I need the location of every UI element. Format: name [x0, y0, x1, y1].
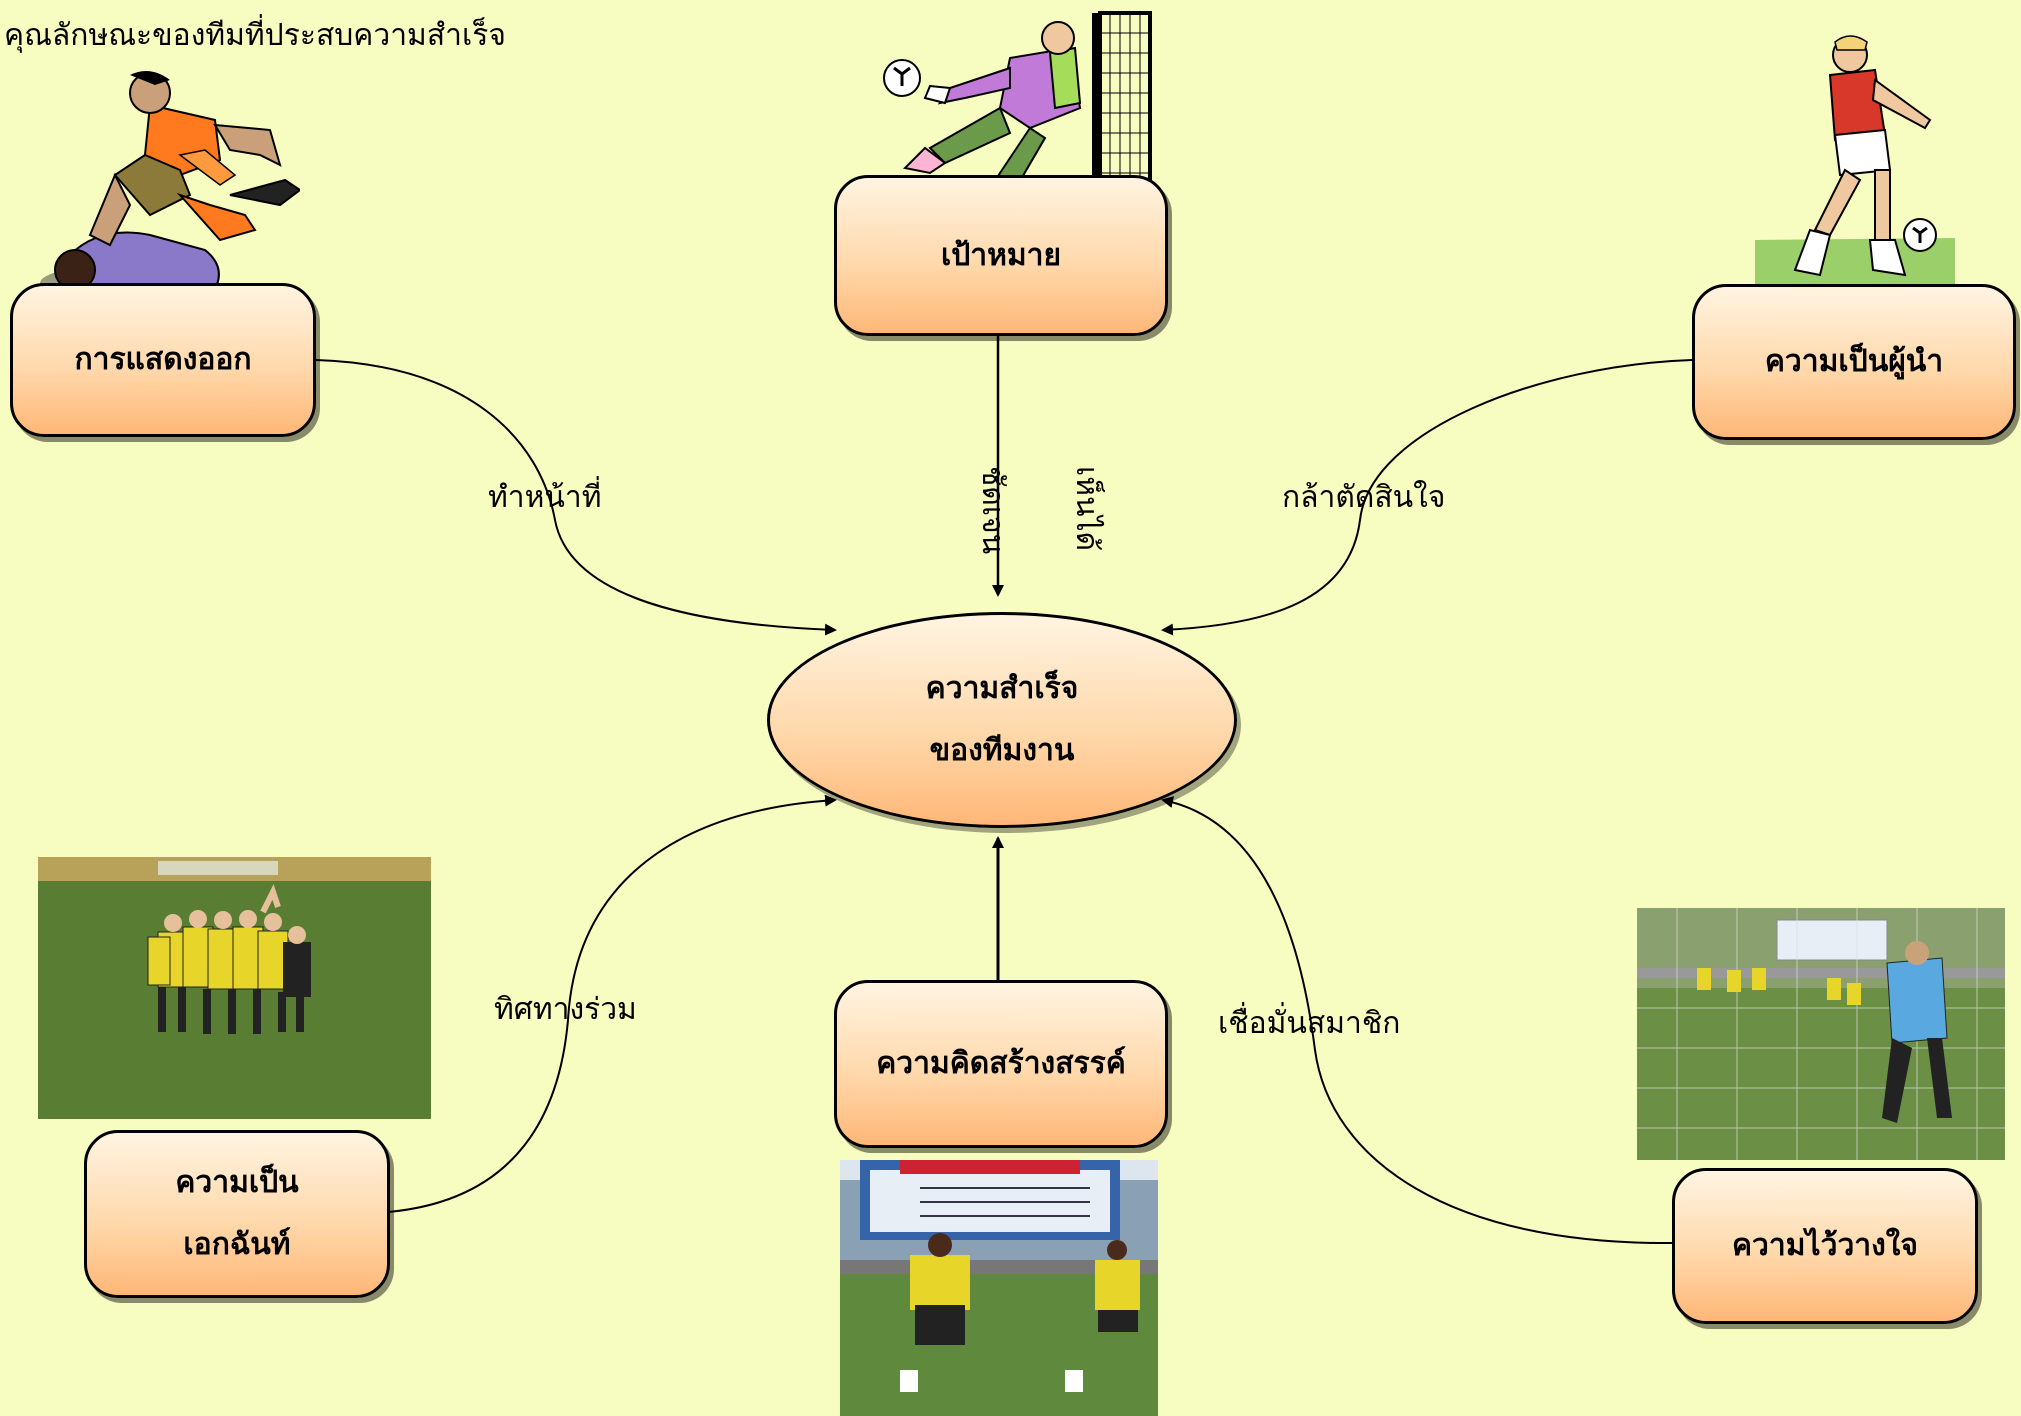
- node-unity-label-line2: เอกฉันท์: [183, 1227, 291, 1262]
- connector-trust: [1161, 796, 1673, 1245]
- tackle-clipart-icon: [30, 71, 300, 310]
- center-label-line2: ของทีมงาน: [929, 733, 1075, 768]
- connector-label-goal-visible: เห็นได้: [1069, 466, 1104, 552]
- node-creativity-label: ความคิดสร้างสรรค์: [876, 1046, 1126, 1081]
- node-goal: เป้าหมาย: [834, 175, 1168, 336]
- node-trust: ความไว้วางใจ: [1672, 1168, 1978, 1324]
- connector-label-trust: เชื่อมั่นสมาชิก: [1218, 1006, 1401, 1041]
- center-node-team-success: ความสำเร็จ ของทีมงาน: [767, 612, 1237, 828]
- connector-label-unity: ทิศทางร่วม: [494, 992, 637, 1027]
- connector-label-expression: ทำหน้าที่: [488, 480, 602, 515]
- connector-unity: [387, 794, 837, 1213]
- node-unity: ความเป็น เอกฉันท์: [84, 1130, 390, 1298]
- connector-leadership: [1161, 359, 1693, 636]
- diagram-title: คุณลักษณะของทีมที่ประสบความสำเร็จ: [4, 18, 506, 53]
- node-leadership: ความเป็นผู้นำ: [1692, 284, 2016, 440]
- node-expression-label: การแสดงออก: [74, 342, 252, 377]
- node-goal-label: เป้าหมาย: [940, 237, 1062, 273]
- node-creativity: ความคิดสร้างสรรค์: [834, 980, 1168, 1148]
- connector-label-goal-clear: ชัดเจน: [975, 466, 1010, 555]
- penalty-kick-photo: [840, 1160, 1158, 1416]
- team-huddle-photo: [38, 857, 431, 1119]
- connector-expression: [315, 359, 837, 636]
- node-unity-label-line1: ความเป็น: [175, 1165, 299, 1200]
- goalkeeper-photo: [1637, 908, 2005, 1160]
- kicker-clipart-icon: [1755, 35, 1955, 295]
- node-leadership-label: ความเป็นผู้นำ: [1764, 344, 1944, 379]
- connector-label-leadership: กล้าตัดสินใจ: [1282, 480, 1446, 515]
- node-expression: การแสดงออก: [10, 283, 316, 437]
- node-trust-label: ความไว้วางใจ: [1731, 1228, 1919, 1263]
- center-label-line1: ความสำเร็จ: [925, 671, 1079, 706]
